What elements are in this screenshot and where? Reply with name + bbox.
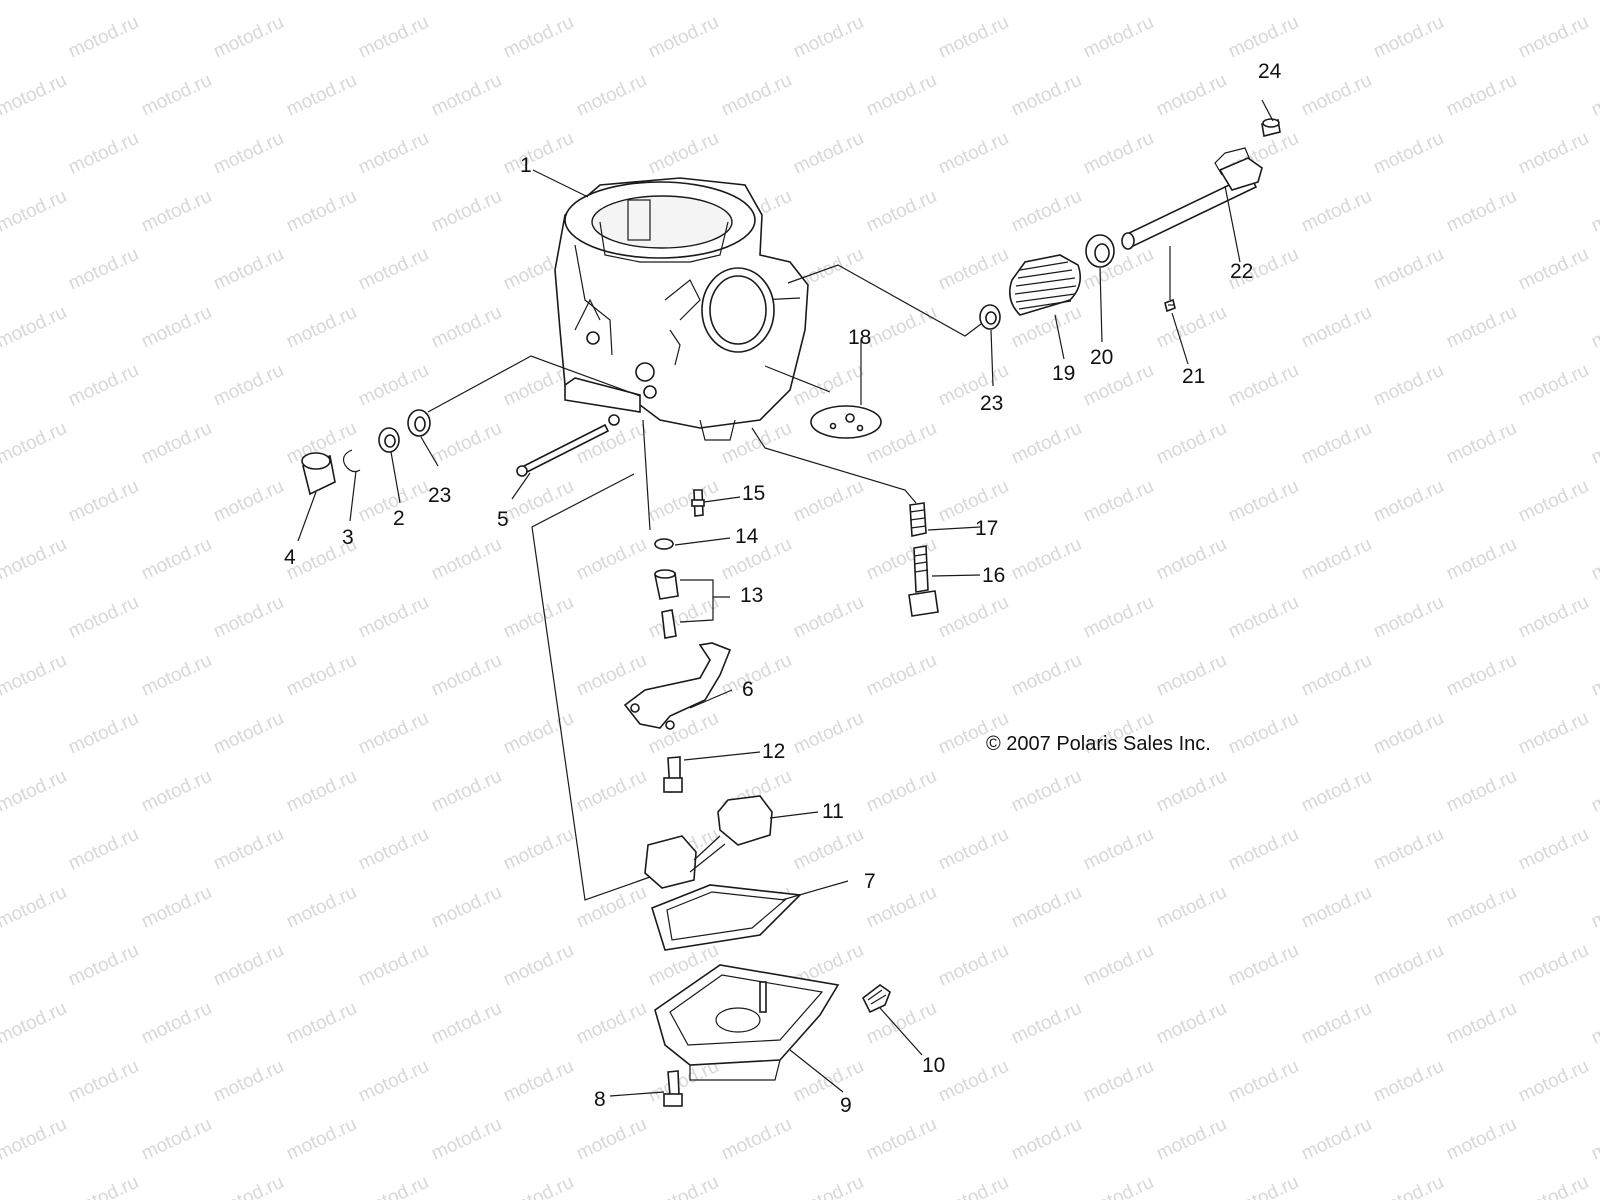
center-parts: [623, 489, 891, 1107]
callout-10: 10: [922, 1054, 945, 1077]
callout-22: 22: [1230, 260, 1253, 283]
copyright-notice: © 2007 Polaris Sales Inc.: [986, 733, 1211, 755]
callout-7: 7: [864, 870, 876, 893]
callout-20: 20: [1090, 346, 1113, 369]
idle-screw-assembly: [908, 502, 939, 617]
callout-24: 24: [1258, 60, 1282, 83]
callout-23-left: 23: [428, 484, 451, 507]
callout-3: 3: [342, 526, 354, 549]
callout-9: 9: [840, 1094, 852, 1117]
callout-11: 11: [822, 800, 844, 823]
callout-15: 15: [742, 482, 765, 505]
leader-lines: [297, 99, 1274, 1097]
callout-5: 5: [497, 508, 509, 531]
throttle-return-spring: [1009, 254, 1081, 316]
callout-18: 18: [848, 326, 871, 349]
callout-1: 1: [520, 154, 532, 177]
callout-6: 6: [742, 678, 754, 701]
callout-2: 2: [393, 507, 405, 530]
callout-4: 4: [284, 546, 296, 569]
carburetor-body: [554, 177, 809, 441]
callout-21: 21: [1182, 365, 1205, 388]
callout-12: 12: [762, 740, 785, 763]
callout-23-right: 23: [980, 392, 1003, 415]
diaphragm-plate: [810, 405, 882, 439]
callout-17: 17: [975, 517, 998, 540]
callout-19: 19: [1052, 362, 1075, 385]
left-side-parts: [301, 409, 610, 496]
throttle-shaft-assembly: [979, 118, 1281, 330]
callout-13: 13: [740, 584, 763, 607]
callout-14: 14: [735, 525, 759, 548]
float-bowl: [654, 964, 840, 1081]
callout-labels: 1 24 22 21 20 19 23 18 4 3 2 23 5 15 14 …: [284, 60, 1282, 1117]
callout-8: 8: [594, 1088, 606, 1111]
callout-16: 16: [982, 564, 1005, 587]
